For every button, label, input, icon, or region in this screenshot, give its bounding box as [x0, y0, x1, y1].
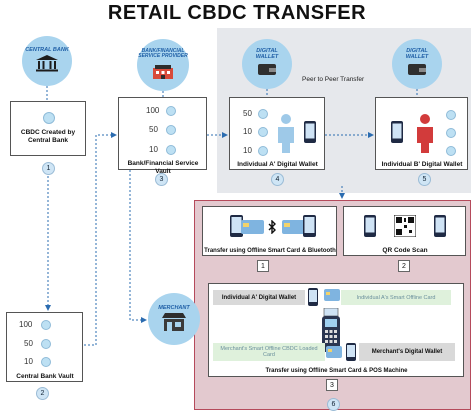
coin-icon — [446, 128, 456, 138]
provider-label: BANK/FINANCIAL SERVICE PROVIDER — [138, 47, 188, 59]
peer-to-peer-label: Peer to Peer Transfer — [302, 76, 365, 83]
arrow-to-provider-vault — [84, 132, 117, 346]
smart-card-icon — [326, 346, 342, 358]
step-4-badge: 4 — [271, 173, 284, 186]
merchant-label: MERCHANT — [158, 304, 190, 311]
provider-denom-10: 10 — [149, 145, 158, 154]
wallet-a-circle: DIGITAL WALLET — [242, 39, 292, 89]
phone-icon — [391, 121, 403, 143]
store-icon — [162, 312, 186, 331]
arrow-to-merchant — [129, 170, 147, 323]
wallet-a-box: 50 10 10 Individual A' Digital Wallet — [229, 97, 325, 170]
pos-machine-icon — [322, 308, 340, 352]
offline-step-2-badge: 2 — [398, 260, 410, 272]
coin-icon — [41, 357, 51, 367]
coin-icon — [258, 146, 268, 156]
phone-icon — [364, 215, 376, 237]
step-1-badge: 1 — [42, 162, 55, 175]
coin-icon — [166, 106, 176, 116]
pos-transfer-box: Individual A' Digital Wallet Individual … — [208, 283, 464, 377]
coin-icon — [41, 339, 51, 349]
vault-denom-50: 50 — [24, 339, 33, 348]
coin-icon — [446, 110, 456, 120]
wallet-a-denom-10b: 10 — [243, 146, 252, 155]
pos-card-a: Individual A's Smart Offline Card — [341, 290, 451, 305]
wallet-b-circle: DIGITAL WALLET — [392, 39, 442, 89]
bluetooth-transfer-box: Transfer using Offline Smart Card & Blue… — [202, 206, 337, 256]
pos-transfer-label: Transfer using Offline Smart Card & POS … — [265, 368, 408, 374]
step-2-badge: 2 — [36, 387, 49, 400]
wallet-a-label: Individual A' Digital Wallet — [237, 161, 318, 168]
qr-scan-box: QR Code Scan — [343, 206, 466, 256]
wallet-b-circle-label: DIGITAL WALLET — [405, 48, 429, 60]
provider-circle: BANK/FINANCIAL SERVICE PROVIDER — [137, 39, 189, 91]
phone-icon — [346, 343, 356, 361]
wallet-a-denom-10: 10 — [243, 127, 252, 136]
person-a-icon — [278, 114, 294, 153]
pos-wallet-a: Individual A' Digital Wallet — [213, 290, 305, 305]
qr-scan-label: QR Code Scan — [382, 247, 428, 254]
coin-icon — [258, 109, 268, 119]
bluetooth-transfer-label: Transfer using Offline Smart Card & Blue… — [204, 248, 336, 254]
vault-denom-100: 100 — [19, 320, 33, 329]
provider-denom-100: 100 — [146, 106, 160, 115]
central-vault-label: Central Bank Vault — [16, 373, 74, 380]
provider-denom-50: 50 — [149, 125, 158, 134]
provider-vault-box: 100 50 10 Bank/Financial Service Vault — [118, 97, 207, 175]
page-title: RETAIL CBDC TRANSFER — [107, 2, 367, 24]
central-bank-circle: CENTRAL BANK — [22, 36, 72, 86]
wallet-icon — [258, 64, 276, 75]
cbdc-created-label: CBDC Created by Central Bank — [20, 129, 76, 144]
qr-code-icon — [394, 215, 416, 237]
cbdc-created-box: CBDC Created by Central Bank — [10, 101, 86, 156]
phone-icon — [304, 121, 316, 143]
coin-icon — [166, 145, 176, 155]
cbdc-coin-icon — [43, 112, 55, 124]
offline-step-3-badge: 3 — [326, 379, 338, 391]
central-bank-label: CENTRAL BANK — [25, 46, 69, 53]
person-b-icon — [417, 114, 433, 153]
merchant-circle: MERCHANT — [148, 293, 200, 345]
provider-vault-label: Bank/Financial Service Vault — [127, 160, 199, 175]
offline-step-1-badge: 1 — [257, 260, 269, 272]
wallet-b-box: Individual B' Digital Wallet — [375, 97, 468, 170]
building-icon — [153, 64, 173, 79]
wallet-b-label: Individual B' Digital Wallet — [381, 161, 463, 168]
step-5-badge: 5 — [418, 173, 431, 186]
smart-card-phone-icon-2 — [282, 215, 316, 237]
smart-card-icon — [324, 289, 340, 301]
coin-icon — [166, 125, 176, 135]
step-6-badge: 6 — [327, 398, 340, 411]
phone-icon — [308, 288, 318, 306]
pos-merchant-wallet: Merchant's Digital Wallet — [359, 343, 455, 361]
step-3-badge: 3 — [155, 173, 168, 186]
central-vault-box: 100 50 10 Central Bank Vault — [6, 312, 83, 382]
coin-icon — [41, 320, 51, 330]
coin-icon — [446, 146, 456, 156]
bluetooth-icon — [268, 220, 276, 234]
wallet-icon — [408, 64, 426, 75]
coin-icon — [258, 127, 268, 137]
bank-icon — [36, 54, 58, 71]
vault-denom-10: 10 — [24, 357, 33, 366]
phone-icon — [434, 215, 446, 237]
wallet-a-denom-50: 50 — [243, 109, 252, 118]
pos-merchant-card: Merchant's Smart Offline CBDC Loaded Car… — [213, 343, 325, 361]
wallet-a-circle-label: DIGITAL WALLET — [255, 48, 279, 60]
smart-card-phone-icon — [230, 215, 264, 237]
